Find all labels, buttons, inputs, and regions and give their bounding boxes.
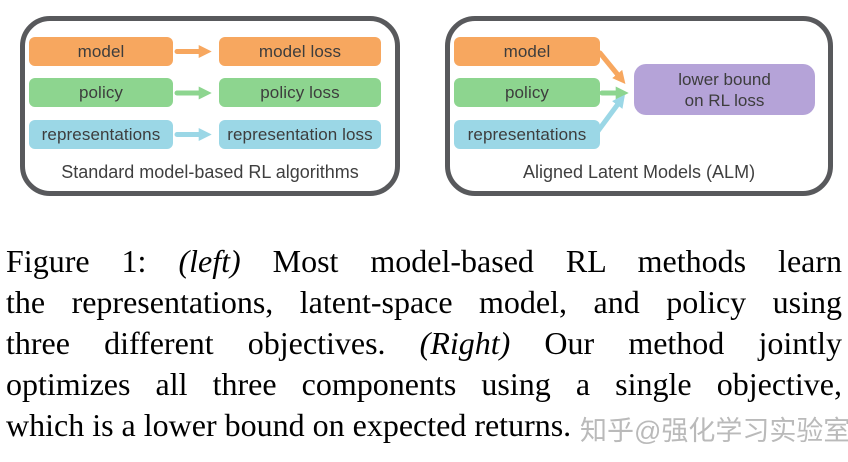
caption-text: which is a lower bound on expected retur… — [6, 407, 572, 443]
caption-line: optimizes all three components using a s… — [6, 364, 842, 405]
left-panel-caption: Standard model-based RL algorithms — [61, 162, 359, 182]
caption-text: optimizes all three components using a s… — [6, 366, 842, 402]
alm-panel: model policy representations lower bound… — [445, 16, 833, 196]
right-panel-caption: Aligned Latent Models (ALM) — [522, 162, 756, 182]
caption-text: the representations, latent-space model,… — [6, 284, 842, 320]
policy-loss-box: policy loss — [219, 78, 381, 107]
caption-text: three different objectives. — [6, 325, 420, 361]
caption-line: three different objectives. (Right) Our … — [6, 323, 842, 364]
representations-to-bound-arrow-icon — [595, 94, 625, 134]
caption-text: Our method jointly — [510, 325, 842, 361]
caption-text: Figure 1: — [6, 243, 179, 279]
representations-box: representations — [454, 120, 600, 149]
caption-line: the representations, latent-space model,… — [6, 282, 842, 323]
representation-loss-box: representation loss — [219, 120, 381, 149]
policy-box: policy — [29, 78, 173, 107]
lower-bound-box: lower bound on RL loss — [634, 64, 815, 115]
lower-bound-line1: lower bound — [678, 69, 771, 89]
figure-caption: Figure 1: (left) Most model-based RL met… — [6, 241, 842, 446]
representations-box: representations — [29, 120, 173, 149]
model-box: model — [454, 37, 600, 66]
caption-line: Figure 1: (left) Most model-based RL met… — [6, 241, 842, 282]
standard-mbrl-panel: model model loss policy policy loss repr… — [20, 16, 400, 196]
policy-box: policy — [454, 78, 600, 107]
caption-text: Most model-based RL methods learn — [240, 243, 843, 279]
caption-emphasis: (left) — [178, 243, 241, 279]
watermark: 知乎@强化学习实验室 — [580, 416, 848, 446]
model-to-bound-arrow-icon — [597, 50, 626, 85]
caption-emphasis: (Right) — [419, 325, 511, 361]
model-box: model — [29, 37, 173, 66]
caption-line: which is a lower bound on expected retur… — [6, 405, 842, 446]
model-loss-box: model loss — [219, 37, 381, 66]
lower-bound-line2: on RL loss — [684, 90, 765, 110]
